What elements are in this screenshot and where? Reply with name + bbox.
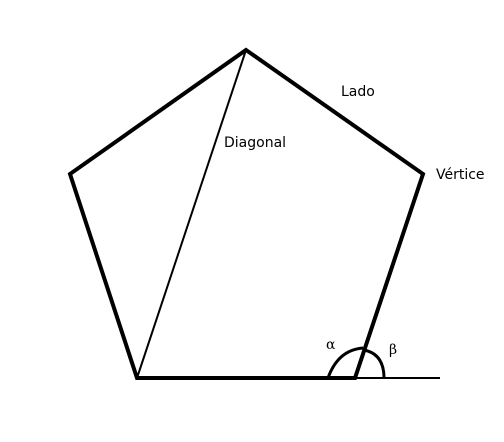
interior-angle-arc — [326, 346, 364, 379]
diagonal-label: Diagonal — [224, 135, 286, 151]
vertex-label: Vértice — [436, 167, 485, 183]
pentagon-outline — [67, 47, 426, 380]
diagonal-line — [136, 49, 247, 379]
beta-label: β — [389, 342, 397, 358]
side-label: Lado — [341, 84, 375, 100]
exterior-angle-arc — [363, 348, 386, 379]
alpha-label: α — [326, 337, 336, 353]
